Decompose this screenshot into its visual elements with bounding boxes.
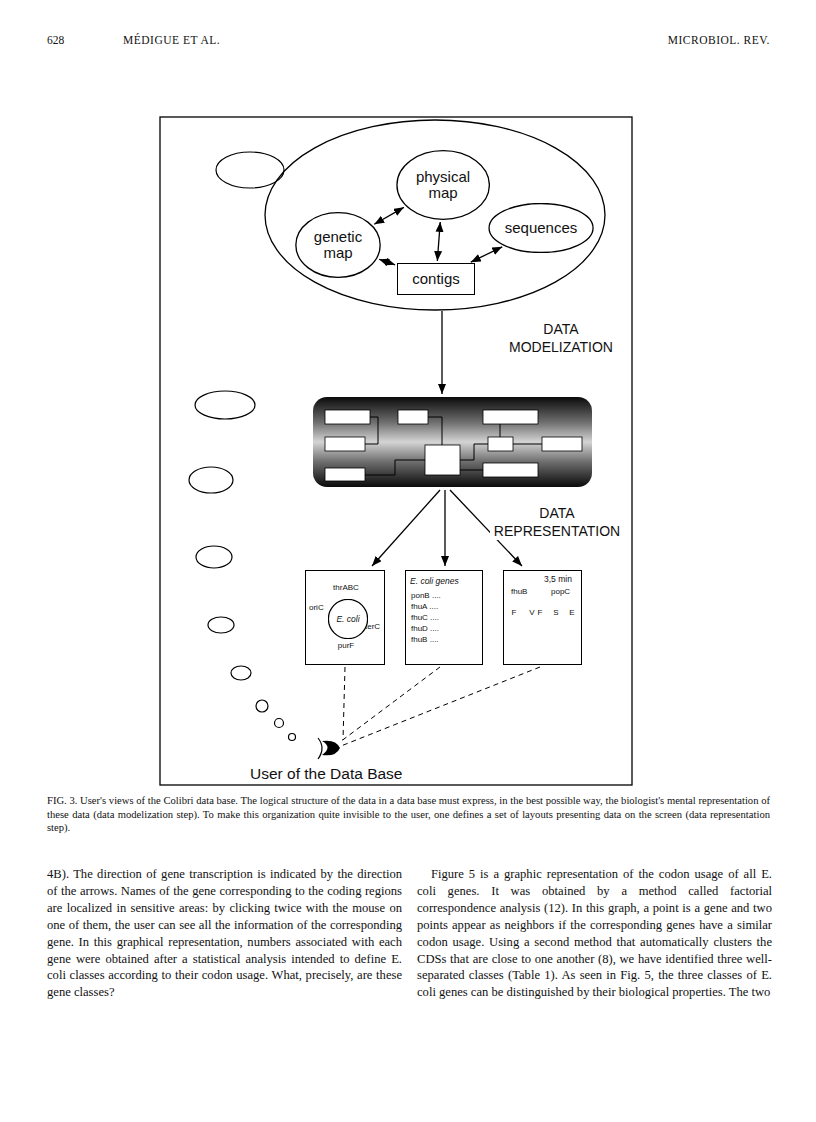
connector bbox=[471, 247, 503, 262]
screen-view: E. coli genes ponB .... fhuA .... fhuC ....… bbox=[405, 570, 483, 665]
view-dashed-lines bbox=[340, 667, 540, 746]
journal-name: MICROBIOL. REV. bbox=[560, 34, 770, 46]
node-text: fhuB bbox=[511, 588, 527, 597]
node-text: E bbox=[569, 609, 574, 618]
screen-view: thrABCoriCterCpurFE. coli bbox=[305, 570, 385, 665]
connector bbox=[437, 222, 440, 261]
node-text: popC bbox=[551, 588, 570, 597]
data-ellipse: genetic map bbox=[295, 212, 381, 278]
data-ellipse: sequences bbox=[488, 203, 594, 253]
screen-view: 3,5 minfhuBpopCFVFSE bbox=[503, 570, 582, 665]
data-ellipse: physical map bbox=[396, 150, 490, 220]
database-ellipse bbox=[265, 120, 605, 310]
connector bbox=[374, 207, 404, 224]
node-text: genetic map bbox=[309, 229, 367, 261]
step-label: DATA REPRESENTATION bbox=[490, 504, 624, 540]
figure-caption: FIG. 3. User's views of the Colibri data… bbox=[47, 794, 770, 835]
node-text: F bbox=[512, 609, 517, 618]
running-author: MÉDIGUE ET AL. bbox=[123, 34, 220, 46]
node-text: S bbox=[553, 609, 558, 618]
figure-frame bbox=[160, 117, 632, 785]
node-text: E. coli bbox=[336, 615, 359, 624]
node-text: fhuD .... bbox=[411, 625, 439, 634]
node-text: ponB .... bbox=[411, 592, 441, 601]
node-text: E. coli genes bbox=[410, 577, 459, 586]
node-text: 3,5 min bbox=[544, 575, 572, 584]
thought-bubbles bbox=[189, 152, 296, 741]
node-text: oriC bbox=[309, 604, 324, 613]
connector bbox=[379, 259, 395, 265]
node-text: sequences bbox=[505, 220, 578, 236]
data-model-band bbox=[313, 397, 592, 487]
node-text: V bbox=[529, 609, 534, 618]
chromosome-circle: E. coli bbox=[328, 599, 368, 639]
node-text: thrABC bbox=[333, 584, 359, 593]
user-label: User of the Data Base bbox=[250, 765, 403, 783]
node-text: F bbox=[538, 609, 543, 618]
page-number: 628 bbox=[47, 34, 64, 46]
node-text: fhuB .... bbox=[411, 636, 439, 645]
eye-symbol bbox=[318, 738, 340, 759]
body-paragraph: Figure 5 is a graphic representation of … bbox=[417, 866, 772, 1001]
node-text: fhuA .... bbox=[411, 603, 438, 612]
body-paragraph: 4B). The direction of gene transcription… bbox=[47, 866, 402, 1001]
modelization-arrow bbox=[441, 311, 442, 394]
node-text: physical map bbox=[411, 169, 475, 201]
step-label: DATA MODELIZATION bbox=[500, 320, 622, 356]
process-box: contigs bbox=[397, 263, 475, 295]
node-text: contigs bbox=[412, 271, 460, 287]
node-text: purF bbox=[338, 642, 354, 651]
node-text: fhuC .... bbox=[411, 614, 439, 623]
